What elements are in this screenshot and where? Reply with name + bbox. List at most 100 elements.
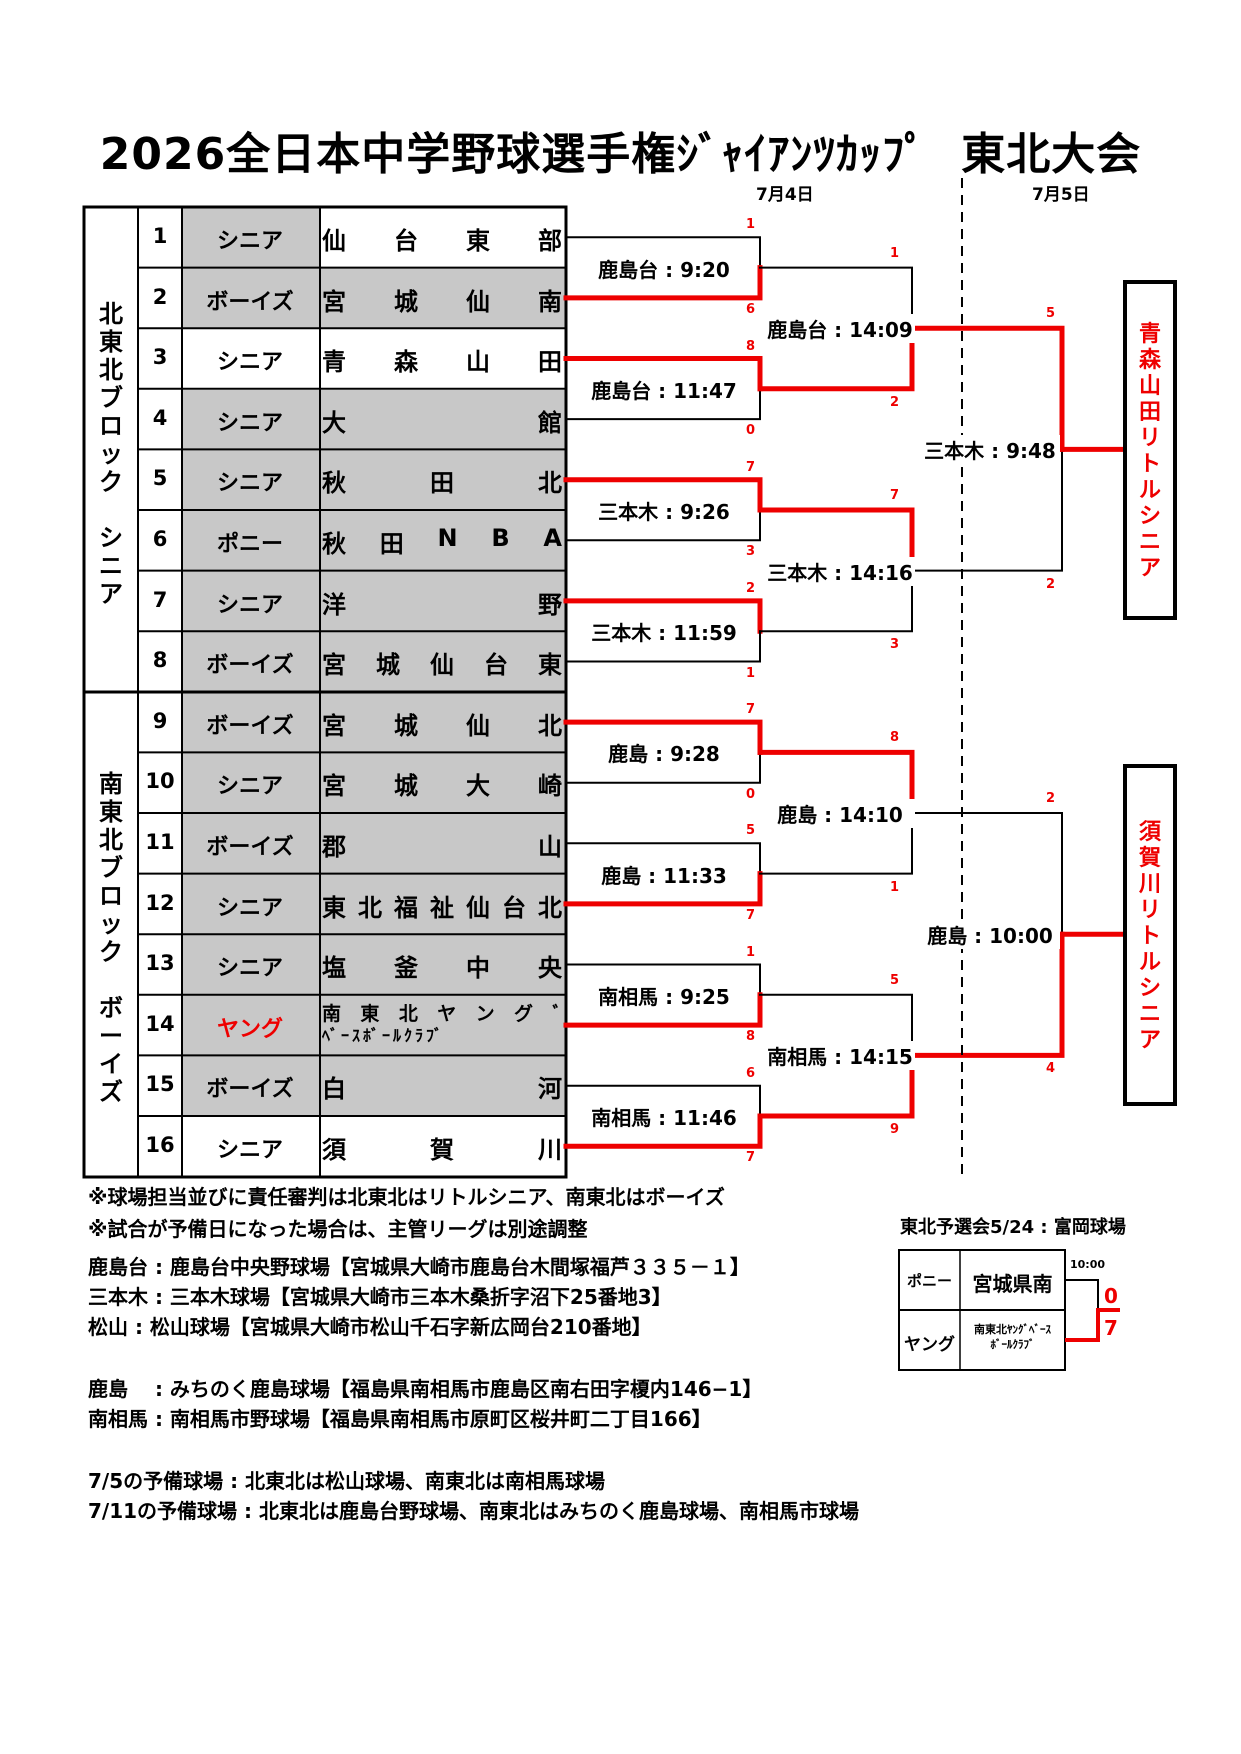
team-name-char: 河: [538, 1075, 562, 1104]
match-label-r2: 三本木 : 14:16: [765, 556, 915, 586]
bracket-line: [565, 963, 761, 996]
team-name-char: 南: [322, 1002, 342, 1025]
champion-char: ト: [1138, 924, 1161, 949]
score-top: 5: [1046, 306, 1056, 322]
score-bottom: 4: [1046, 1061, 1056, 1077]
prelim-league-1: ポニー: [906, 1272, 952, 1290]
team-name-char: 宮: [322, 287, 346, 316]
bracket-line: [911, 812, 1063, 936]
league-name: シニア: [216, 229, 283, 254]
score-bottom: 7: [746, 907, 756, 923]
champion-box-1: [1123, 280, 1177, 620]
seed-number: 10: [145, 769, 175, 794]
block-label-char: ボ: [99, 994, 123, 1022]
team-name-char: 釜: [394, 954, 418, 983]
league-name: ボーイズ: [206, 289, 294, 315]
match-label-r1: 三本木 : 11:59: [574, 617, 754, 647]
match-label-r1: 鹿島台 : 9:20: [574, 253, 754, 283]
team-name-char: 北: [538, 893, 562, 922]
team-name-char: 央: [538, 954, 562, 983]
team-name-char: 宮: [322, 772, 346, 801]
team-name-char: 洋: [322, 590, 346, 619]
team-name-char: 城: [394, 772, 418, 801]
block-label-char: ア: [99, 580, 123, 608]
score-bottom: 0: [746, 423, 756, 439]
champion-char: ル: [1138, 950, 1161, 975]
seed-number: 3: [152, 345, 168, 370]
score-top: 6: [746, 1065, 756, 1081]
champion-char: ル: [1138, 478, 1161, 503]
block-label-char: [84, 966, 138, 994]
block-label-char: ブ: [99, 384, 123, 412]
champion-name-2: 須賀川リトルシニア: [1125, 820, 1175, 1054]
team-name-char: 山: [538, 833, 562, 861]
team-name-char: 仙: [430, 651, 454, 680]
score-bottom: 6: [746, 301, 756, 317]
team-name-char: A: [543, 524, 562, 552]
bracket-line: [565, 509, 761, 542]
score-top: 8: [890, 730, 900, 746]
league-name: ボーイズ: [206, 1077, 294, 1103]
reserve-note-2: 7/11の予備球場 : 北東北は鹿島台野球場、南東北はみちのく鹿島球場、南相馬市…: [88, 1499, 859, 1523]
league-name: シニア: [216, 1138, 283, 1163]
block-label-char: 北: [99, 356, 123, 384]
seed-number: 11: [145, 830, 175, 854]
team-name: 秋田北: [322, 463, 562, 498]
team-name-char: 北: [398, 1002, 418, 1025]
team-name-char: 白: [322, 1075, 346, 1104]
team-name-char: 森: [394, 348, 418, 377]
team-name-char: 青: [322, 348, 346, 377]
date-day1: 7月4日: [756, 185, 814, 205]
team-name-char: 祉: [430, 893, 454, 922]
team-name: 白河: [322, 1069, 562, 1104]
bracket-line: [757, 749, 915, 816]
team-name-char: 南: [538, 287, 562, 316]
bracket-line: [565, 630, 761, 663]
score-top: 2: [746, 580, 756, 596]
bracket-line: [757, 325, 915, 392]
league-name: シニア: [216, 410, 283, 436]
champion-char: リ: [1138, 426, 1161, 451]
team-name-char: 北: [538, 711, 562, 740]
match-label-final: 三本木 : 9:48: [920, 435, 1060, 465]
score-bottom: 0: [746, 786, 756, 802]
seed-number: 16: [145, 1133, 175, 1157]
team-name: 大館: [322, 403, 562, 438]
bracket-line: [759, 993, 913, 1057]
team-name: 宮城仙北: [322, 706, 562, 741]
team-name: 宮城仙南: [322, 282, 562, 317]
bracket-line: [565, 387, 761, 421]
block-label-char: 北: [99, 300, 123, 328]
bracket-line: [757, 507, 915, 574]
team-name-char: 大: [466, 772, 490, 801]
venue-kashima: 鹿島 : みちのく鹿島球場【福島県南相馬市鹿島区南右田字榎内146−1】: [88, 1377, 763, 1401]
team-name: 宮城大崎: [322, 766, 562, 801]
bracket-line: [563, 719, 763, 755]
team-name-char: 田: [538, 348, 562, 377]
match-label-r1: 南相馬 : 9:25: [574, 980, 754, 1010]
team-name-char: 秋: [322, 469, 346, 498]
seed-number: 9: [152, 708, 168, 733]
league-name: ボーイズ: [206, 835, 294, 860]
team-name: 郡山: [322, 827, 562, 862]
champion-char: ア: [1138, 556, 1161, 581]
score-bottom: 1: [890, 879, 900, 895]
prelim-title: 東北予選会5/24 : 富岡球場: [900, 1217, 1126, 1238]
champion-char: 田: [1138, 400, 1161, 425]
team-name-char: ヤ: [437, 1002, 457, 1025]
league-name: ヤング: [216, 1016, 283, 1042]
team-name-char: 田: [430, 469, 454, 498]
league-name: シニア: [216, 350, 283, 376]
team-name-char: 仙: [466, 287, 490, 316]
champion-char: シ: [1138, 976, 1161, 1001]
score-top: 5: [746, 823, 756, 839]
note-2: ※試合が予備日になった場合は、主管リーグは別途調整: [88, 1217, 588, 1241]
block-label-char: ク: [99, 938, 123, 966]
score-bottom: 9: [890, 1122, 900, 1137]
league-name: ボーイズ: [206, 713, 294, 739]
team-name: 洋野: [322, 585, 562, 620]
bracket-line: [759, 812, 913, 875]
match-label-r2: 南相馬 : 14:15: [765, 1041, 915, 1071]
seed-number: 15: [145, 1072, 175, 1097]
